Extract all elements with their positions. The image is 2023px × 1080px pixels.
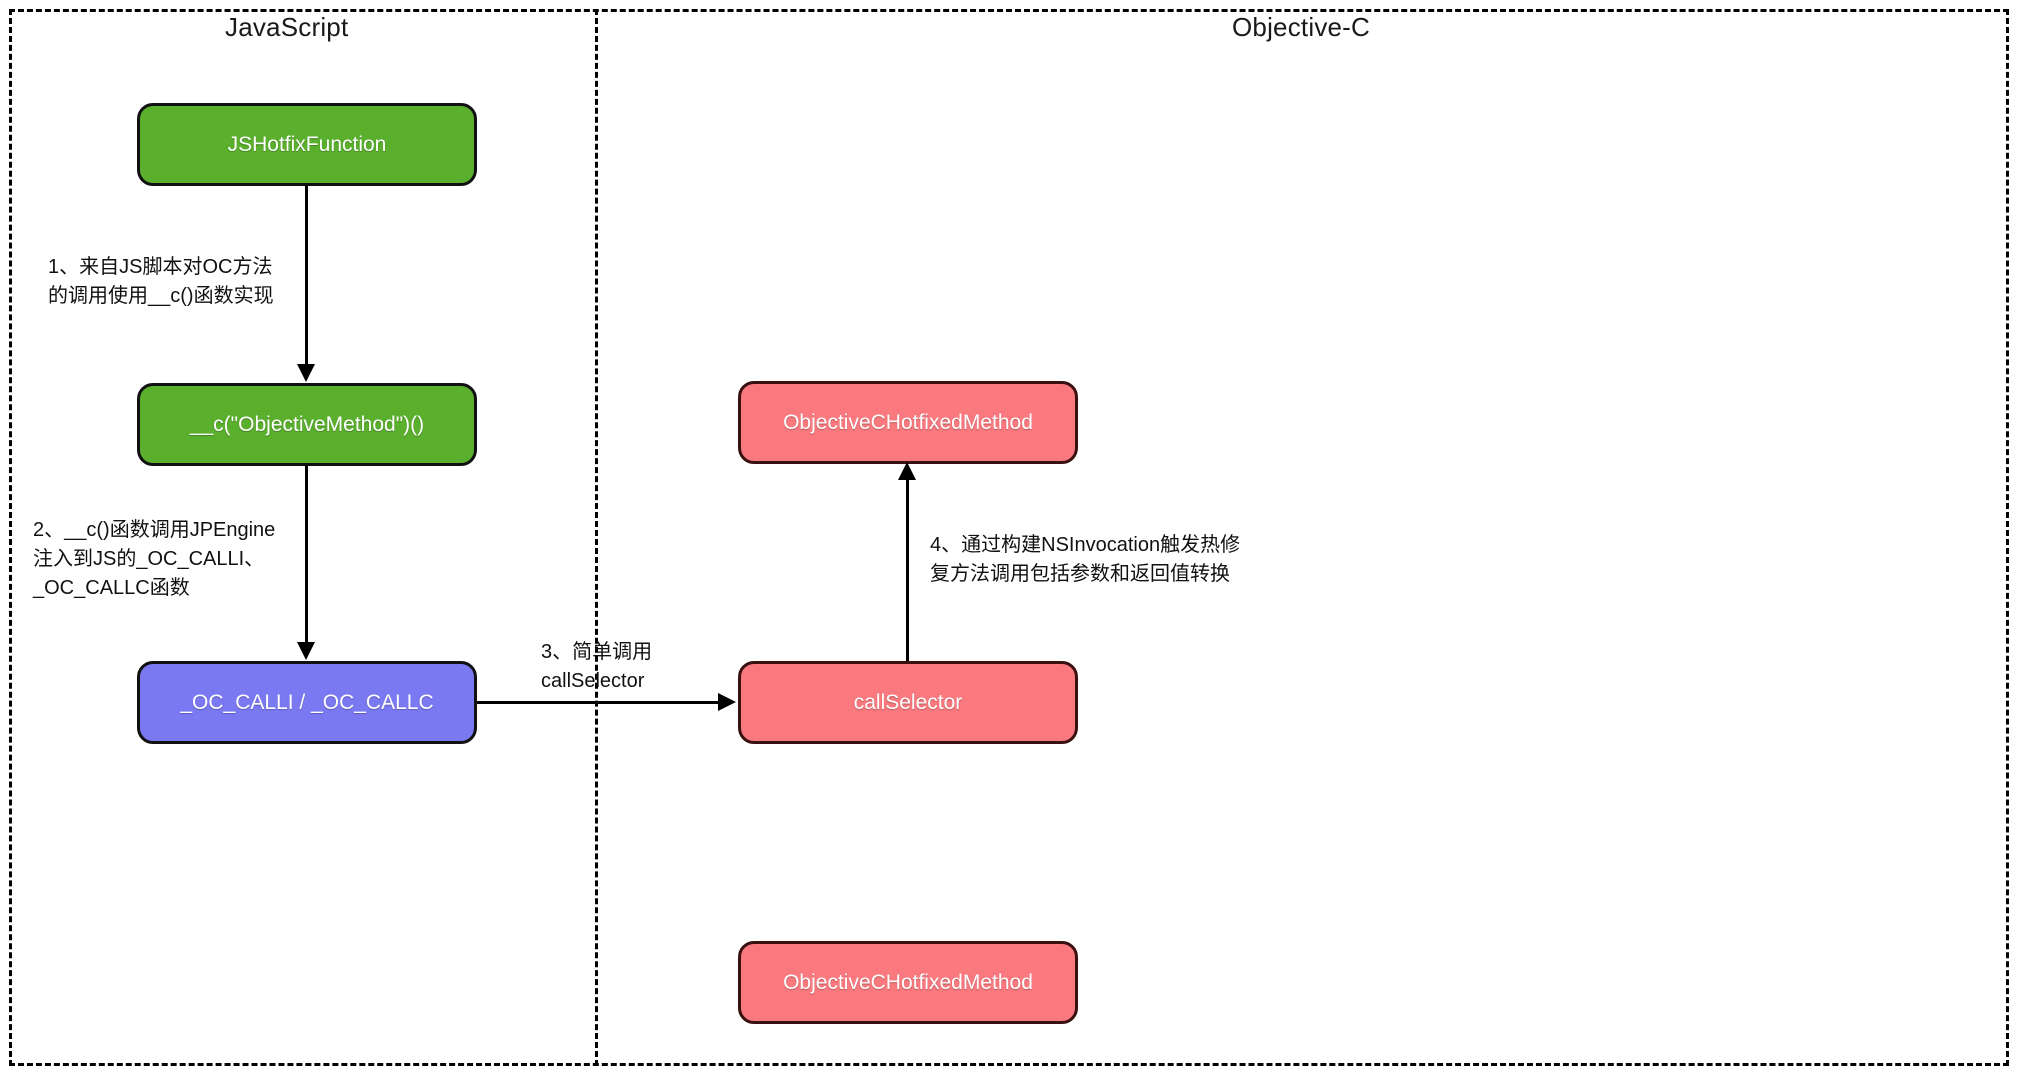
lane-divider	[595, 9, 598, 1066]
connector-step1-line	[305, 186, 308, 366]
connector-step3-line	[477, 701, 720, 704]
node-c-objective-method[interactable]: __c("ObjectiveMethod")()	[137, 383, 477, 466]
connector-step3-arrowhead	[718, 693, 736, 711]
lane-title-objective-c: Objective-C	[1232, 12, 1371, 42]
edge-label-step2: 2、__c()函数调用JPEngine 注入到JS的_OC_CALLI、 _OC…	[33, 519, 276, 599]
node-call-selector[interactable]: callSelector	[738, 661, 1078, 744]
node-objc-hotfixed-method-top[interactable]: ObjectiveCHotfixedMethod	[738, 381, 1078, 464]
diagram-outer-border	[9, 9, 2009, 1066]
connector-step4-line	[906, 478, 909, 661]
connector-step4-arrowhead	[898, 462, 916, 480]
connector-step2-arrowhead	[297, 642, 315, 660]
edge-label-step4: 4、通过构建NSInvocation触发热修 复方法调用包括参数和返回值转换	[930, 534, 1241, 585]
edge-label-step3: 3、简单调用 callSelector	[541, 641, 653, 692]
node-objc-hotfixed-method-bottom[interactable]: ObjectiveCHotfixedMethod	[738, 941, 1078, 1024]
node-oc-calli-callc[interactable]: _OC_CALLI / _OC_CALLC	[137, 661, 477, 744]
connector-step2-line	[305, 466, 308, 644]
lane-title-javascript: JavaScript	[225, 12, 349, 42]
edge-label-step1: 1、来自JS脚本对OC方法 的调用使用__c()函数实现	[48, 256, 274, 307]
connector-step1-arrowhead	[297, 364, 315, 382]
node-js-hotfix-function[interactable]: JSHotfixFunction	[137, 103, 477, 186]
